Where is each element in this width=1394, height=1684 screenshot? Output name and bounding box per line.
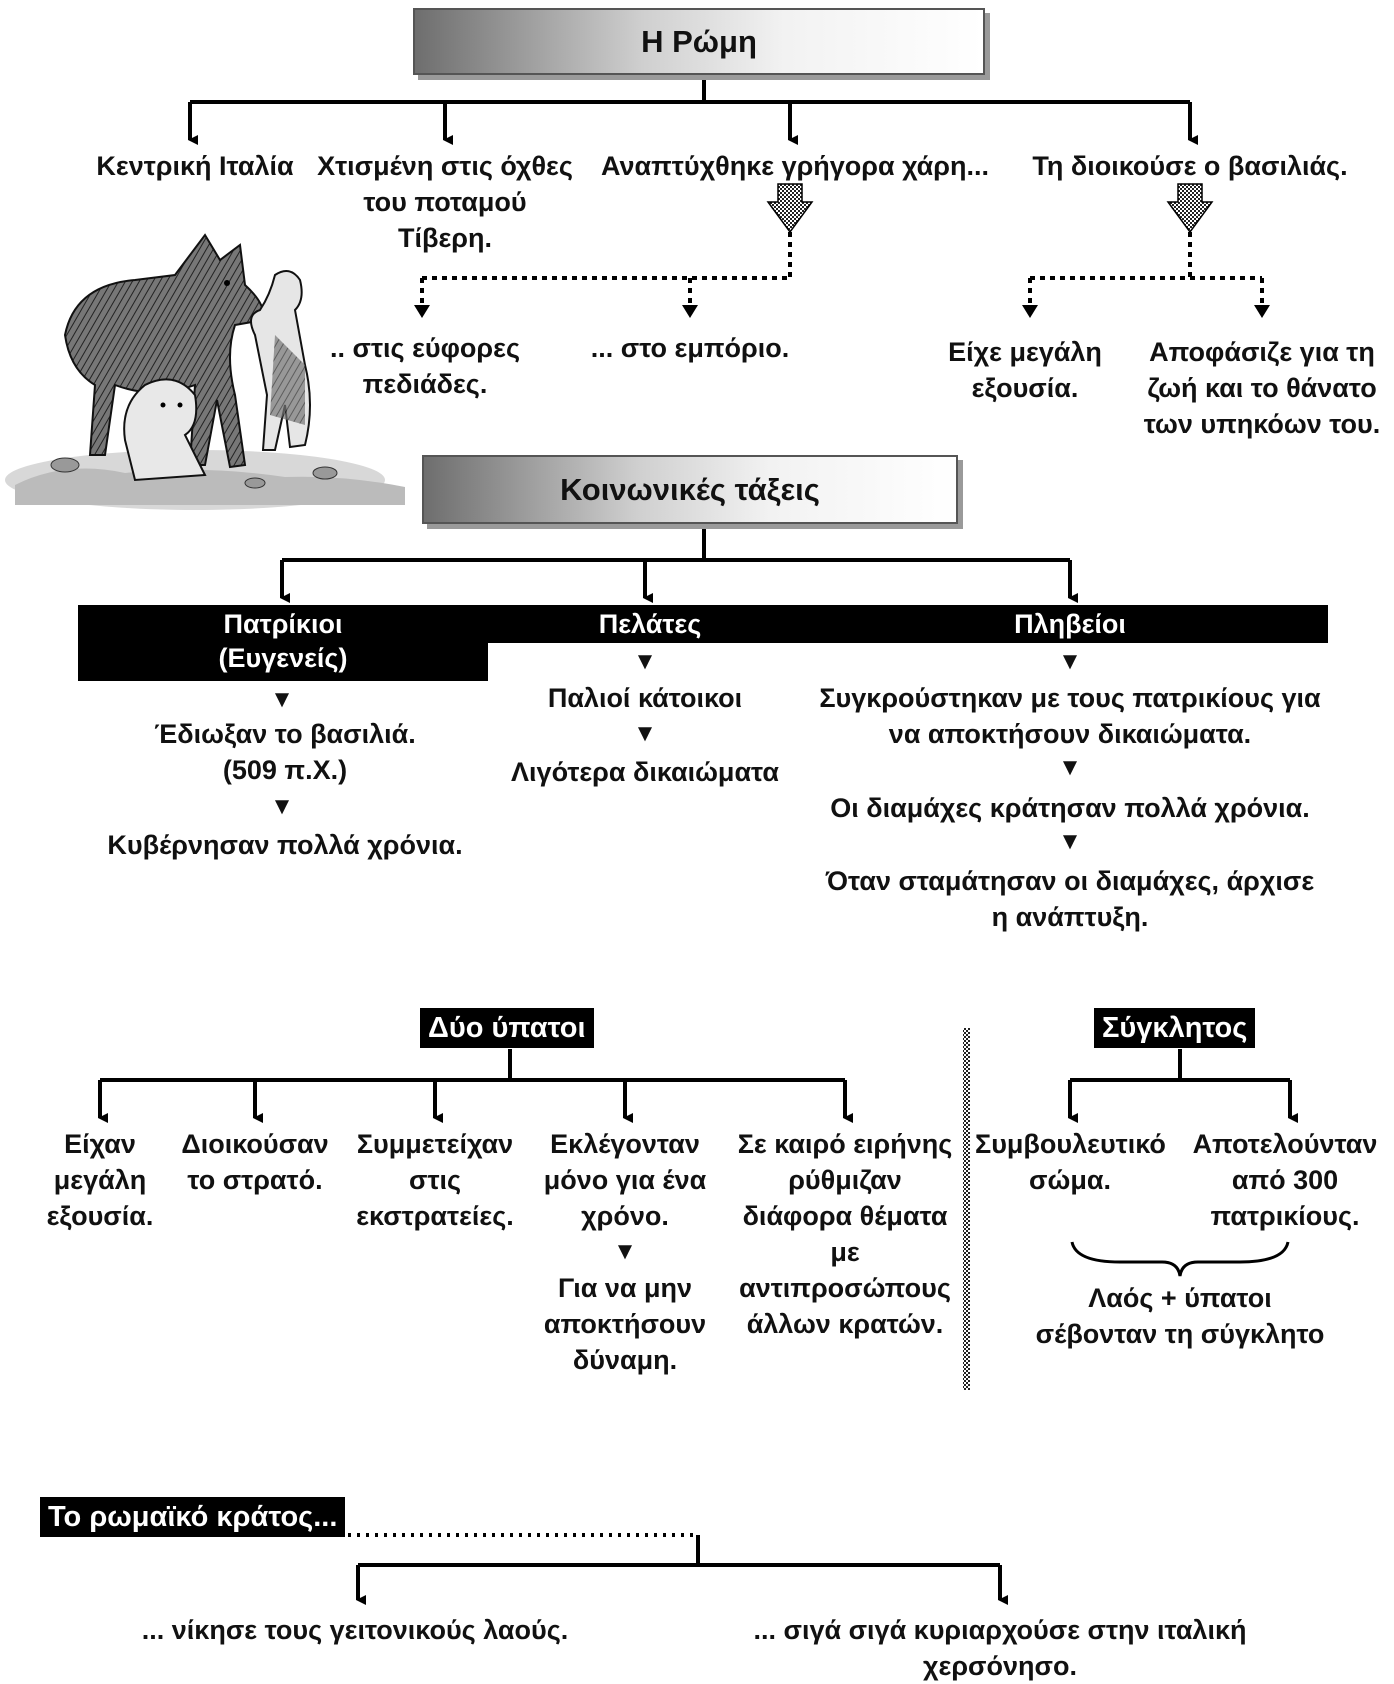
dotted-arrow-growth	[766, 183, 814, 234]
branch-tiber: Χτισμένη στις όχθες του ποταμού Τίβερη.	[317, 151, 573, 253]
consuls-army: Διοικούσαν το στρατό.	[181, 1129, 329, 1195]
senate-advisory: Συμβουλευτικό σώμα.	[975, 1129, 1166, 1195]
rome-title-box: Η Ρώμη	[413, 8, 985, 75]
clients-label: Πελάτες	[598, 609, 702, 639]
state-title: Το ρωμαϊκό κράτος...	[40, 1497, 346, 1537]
consuls-campaigns: Συμμετείχαν στις εκστρατείες.	[356, 1129, 514, 1231]
vertical-divider	[963, 1028, 970, 1390]
growth-fertile-plains: .. στις εύφορες πεδιάδες.	[330, 333, 520, 399]
rome-title: Η Ρώμη	[641, 23, 757, 59]
consuls-power: Είχαν μεγάλη εξουσία.	[46, 1129, 154, 1231]
branch-growth: Αναπτύχθηκε γρήγορα χάρη...	[601, 151, 989, 181]
classes-title: Κοινωνικές τάξεις	[560, 471, 820, 507]
growth-trade: ... στο εμπόριο.	[590, 333, 790, 363]
patricians-arrow-2: ▼	[270, 793, 294, 820]
patricians-arrow-1: ▼	[270, 686, 294, 713]
branch-central-italy: Κεντρική Ιταλία	[96, 151, 294, 181]
patricians-label: Πατρίκιοι (Ευγενείς)	[78, 605, 488, 681]
king-life-death: Αποφάσιζε για τη ζωή και το θάνατο των υ…	[1143, 337, 1381, 439]
plebeians-fact-development: Όταν σταμάτησαν οι διαμάχες, άρχισε η αν…	[825, 866, 1315, 932]
plebeians-arrow-2: ▼	[1058, 754, 1082, 781]
plebeians-arrow-1: ▼	[1058, 648, 1082, 675]
senate-300-patricians: Αποτελούνταν από 300 πατρικίους.	[1192, 1129, 1378, 1231]
consuls-reason: Για να μην αποκτήσουν δύναμη.	[543, 1273, 707, 1375]
consuls-title: Δύο ύπατοι	[420, 1008, 594, 1048]
branch-king: Τη διοικούσε ο βασιλιάς.	[1032, 151, 1348, 181]
plebeians-fact-conflicts-lasted: Οι διαμάχες κράτησαν πολλά χρόνια.	[830, 793, 1310, 823]
she-wolf-illustration	[5, 233, 405, 510]
state-dominated-peninsula: ... σιγά σιγά κυριαρχούσε στην ιταλική χ…	[753, 1615, 1247, 1681]
classes-black-band	[488, 605, 1328, 643]
brace	[1070, 1241, 1290, 1277]
senate-respect: Λαός + ύπατοι σέβονταν τη σύγκλητο	[1035, 1283, 1325, 1349]
dotted-arrow-king	[1166, 183, 1214, 234]
clients-fact-fewer-rights: Λιγότερα δικαιώματα	[511, 757, 779, 787]
clients-fact-old-inhabitants: Παλιοί κάτοικοι	[547, 683, 743, 713]
classes-title-box: Κοινωνικές τάξεις	[422, 455, 958, 524]
consuls-peace: Σε καιρό ειρήνης ρύθμιζαν διάφορα θέματα…	[737, 1129, 953, 1339]
plebeians-label: Πληβείοι	[1014, 609, 1126, 639]
plebeians-fact-clashed: Συγκρούστηκαν με τους πατρικίους για να …	[819, 683, 1321, 749]
clients-arrow-1: ▼	[633, 648, 657, 675]
king-power: Είχε μεγάλη εξουσία.	[948, 337, 1102, 403]
plebeians-arrow-3: ▼	[1058, 828, 1082, 855]
clients-arrow-2: ▼	[633, 720, 657, 747]
senate-title: Σύγκλητος	[1094, 1008, 1256, 1048]
consuls-arrow: ▼	[613, 1238, 637, 1265]
state-conquered-neighbours: ... νίκησε τους γειτονικούς λαούς.	[141, 1615, 569, 1645]
patricians-fact-governed: Κυβέρνησαν πολλά χρόνια.	[107, 830, 463, 860]
patricians-fact-expelled-king: Έδιωξαν το βασιλιά. (509 π.Χ.)	[154, 719, 416, 785]
consuls-one-year: Εκλέγονταν μόνο για ένα χρόνο.	[543, 1129, 707, 1231]
